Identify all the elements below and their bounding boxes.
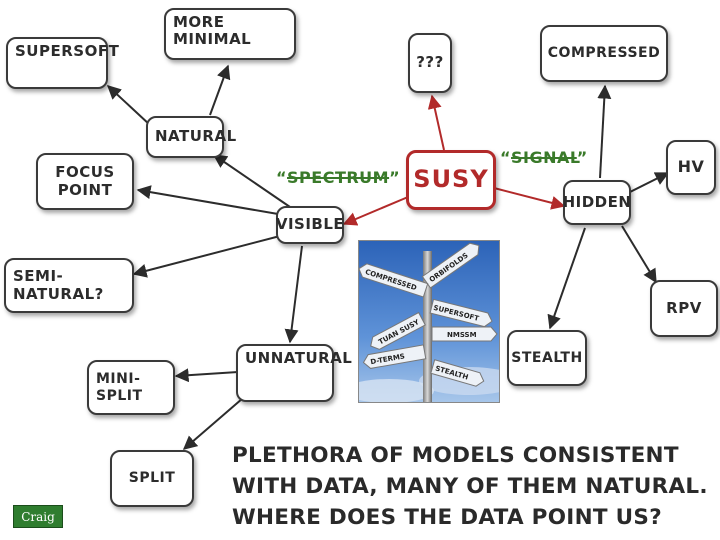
edge-visible-natural xyxy=(212,154,291,208)
edge-susy-visible xyxy=(342,196,409,226)
caption-line-3: WHERE DOES THE DATA POINT US? xyxy=(232,505,662,530)
edge-susy-hidden xyxy=(493,187,566,210)
node-semi-natural[interactable]: SEMI-NATURAL? xyxy=(4,258,134,313)
node-more-minimal[interactable]: MORE MINIMAL xyxy=(164,8,296,60)
node-unnatural-label: UNNATURAL xyxy=(245,349,353,367)
edge-susy-question xyxy=(427,94,445,151)
node-semi-natural-label: SEMI-NATURAL? xyxy=(13,267,104,303)
signal-close-quote: ” xyxy=(576,148,588,167)
edge-hidden-hv xyxy=(629,172,670,193)
author-name: Craig xyxy=(21,509,55,524)
node-visible-label: VISIBLE xyxy=(275,215,345,234)
node-compressed[interactable]: COMPRESSED xyxy=(540,25,668,82)
signpost-illustration: ORBIFOLDS COMPRESSED SUPERSOFT TUAN SUSY… xyxy=(359,241,499,402)
node-split-label: SPLIT xyxy=(128,470,176,487)
signal-label: “SIGNAL” xyxy=(500,148,588,167)
edge-hidden-compressed xyxy=(597,84,612,179)
signal-open-quote: “ xyxy=(500,148,512,167)
node-susy-label: SUSY xyxy=(413,165,489,194)
spectrum-open-quote: “ xyxy=(276,168,288,187)
edge-unnatural-mini-split xyxy=(174,368,239,383)
node-hv[interactable]: HV xyxy=(666,140,716,195)
node-hv-label: HV xyxy=(677,157,705,177)
node-visible[interactable]: VISIBLE xyxy=(276,206,344,244)
spectrum-label: “SPECTRUM” xyxy=(276,168,400,187)
signpost-photo: ORBIFOLDS COMPRESSED SUPERSOFT TUAN SUSY… xyxy=(358,240,500,403)
node-more-minimal-label: MORE MINIMAL xyxy=(173,13,252,49)
node-mini-split-label: MINI-SPLIT xyxy=(96,371,143,404)
author-badge: Craig xyxy=(13,505,63,528)
sign-nmssm: NMSSM xyxy=(447,331,477,339)
signpost-pole xyxy=(423,251,432,402)
caption-line-2: WITH DATA, MANY OF THEM NATURAL. xyxy=(232,474,708,499)
node-natural[interactable]: NATURAL xyxy=(146,116,236,158)
edge-hidden-rpv xyxy=(621,225,657,284)
node-rpv-label: RPV xyxy=(666,298,702,317)
node-question-label: ??? xyxy=(416,53,444,72)
node-natural-label: NATURAL xyxy=(155,127,237,146)
edge-natural-more-minimal xyxy=(209,64,231,116)
edge-visible-semi-natural xyxy=(132,235,281,278)
node-supersoft-label: SUPERSOFT xyxy=(15,42,120,60)
node-supersoft[interactable]: SUPERSOFT xyxy=(6,37,119,89)
edge-hidden-stealth xyxy=(547,227,586,330)
caption-line-1: PLETHORA OF MODELS CONSISTENT xyxy=(232,443,679,468)
node-mini-split[interactable]: MINI-SPLIT xyxy=(87,360,175,415)
node-stealth[interactable]: STEALTH xyxy=(507,330,587,386)
signal-word: SIGNAL xyxy=(511,148,577,167)
edge-unnatural-split xyxy=(182,391,251,450)
caption: PLETHORA OF MODELS CONSISTENT WITH DATA,… xyxy=(232,440,718,533)
node-split[interactable]: SPLIT xyxy=(110,450,194,507)
spectrum-close-quote: ” xyxy=(389,168,401,187)
node-hidden[interactable]: HIDDEN xyxy=(563,180,631,225)
node-hidden-label: HIDDEN xyxy=(562,192,632,211)
node-focus-point[interactable]: FOCUS POINT xyxy=(36,153,134,210)
spectrum-word: SPECTRUM xyxy=(287,168,390,187)
node-susy[interactable]: SUSY xyxy=(406,150,496,210)
node-question[interactable]: ??? xyxy=(408,33,452,93)
edge-visible-unnatural xyxy=(284,245,303,344)
node-stealth-label: STEALTH xyxy=(511,349,583,366)
edge-natural-supersoft xyxy=(106,85,151,126)
node-compressed-label: COMPRESSED xyxy=(547,45,661,62)
node-focus-point-label: FOCUS POINT xyxy=(55,163,115,199)
node-rpv[interactable]: RPV xyxy=(650,280,718,337)
edge-visible-focus-point xyxy=(136,185,279,215)
node-unnatural[interactable]: UNNATURAL xyxy=(236,344,352,402)
